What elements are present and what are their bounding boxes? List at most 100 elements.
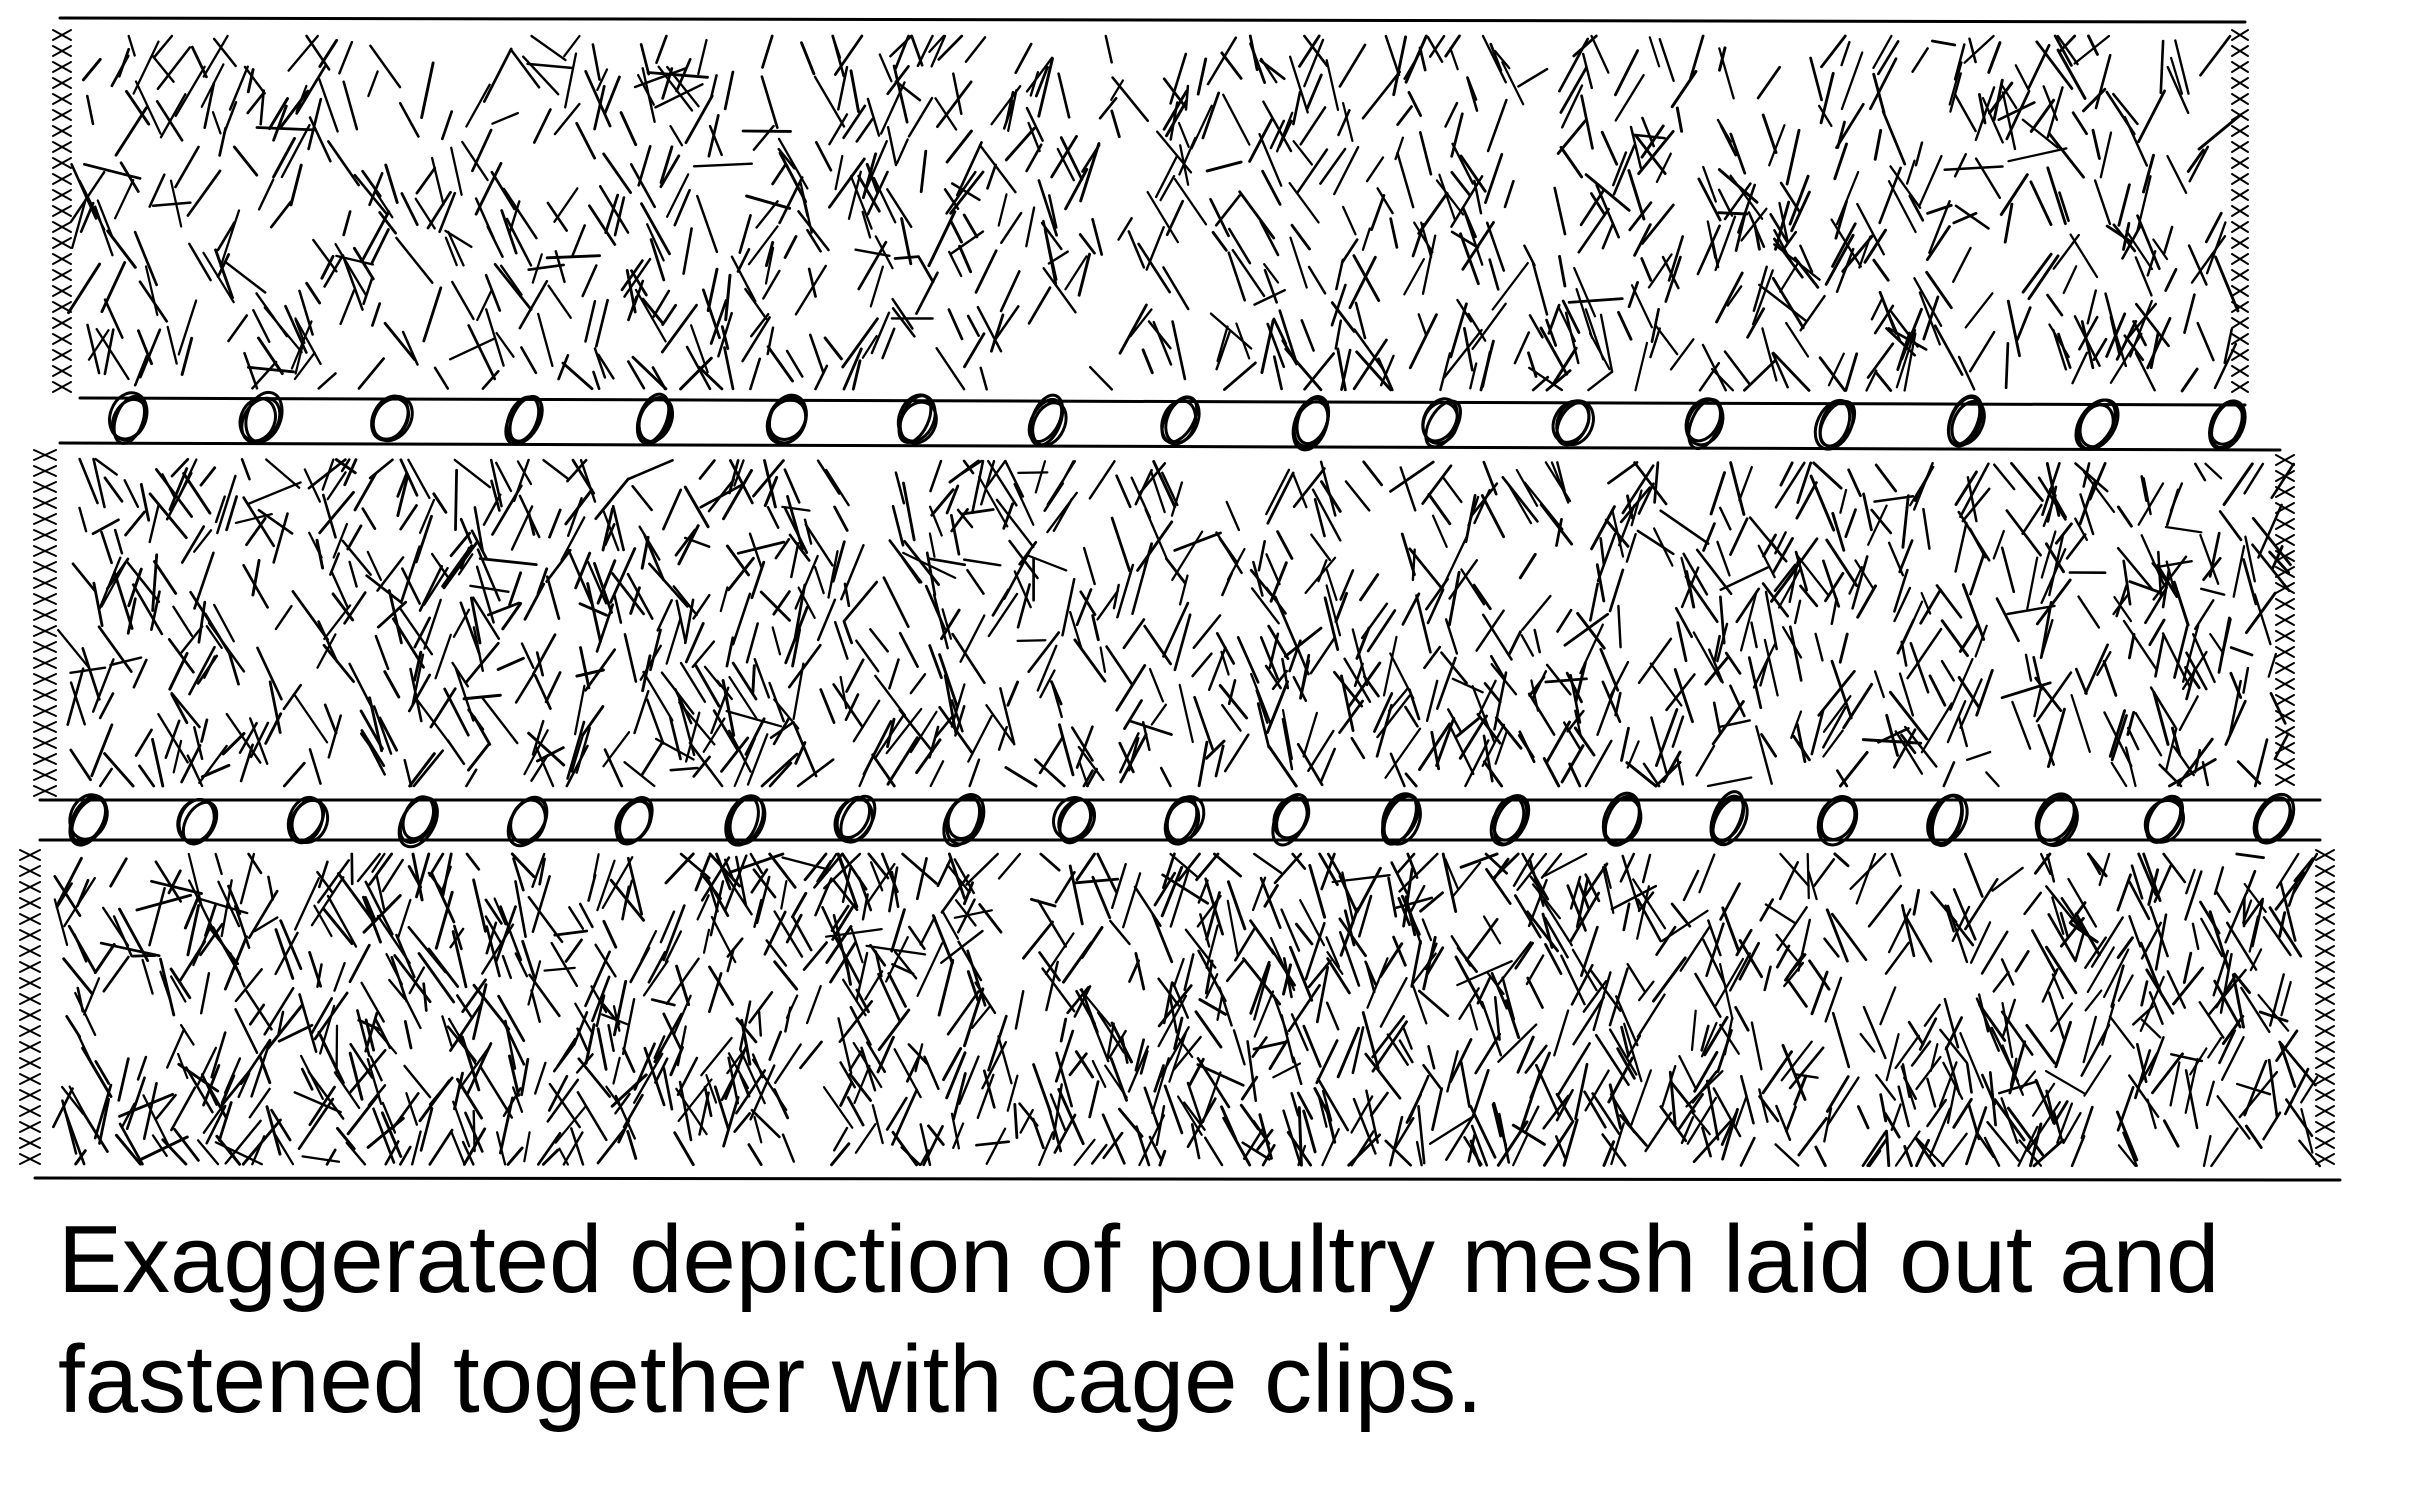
mesh-stroke bbox=[1739, 1136, 1756, 1167]
mesh-stroke bbox=[234, 512, 273, 525]
right-cut-edge bbox=[2315, 1105, 2335, 1117]
mesh-stroke bbox=[652, 289, 671, 318]
mesh-stroke bbox=[1817, 104, 1833, 128]
mesh-stroke bbox=[1721, 1107, 1739, 1161]
mesh-stroke bbox=[427, 871, 444, 893]
mesh-stroke bbox=[210, 1031, 227, 1079]
mesh-stroke bbox=[987, 1014, 1008, 1072]
mesh-stroke bbox=[819, 688, 836, 724]
left-cut-edge bbox=[19, 1057, 41, 1069]
mesh-stroke bbox=[499, 905, 523, 962]
mesh-stroke bbox=[739, 1000, 752, 1051]
mesh-stroke bbox=[2065, 533, 2087, 560]
mesh-stroke bbox=[553, 102, 581, 136]
mesh-stroke bbox=[2108, 1015, 2135, 1049]
mesh-stroke bbox=[1658, 37, 1675, 83]
mesh-stroke bbox=[884, 936, 909, 983]
mesh-stroke bbox=[1265, 680, 1289, 734]
mesh-stroke bbox=[574, 551, 592, 590]
mesh-stroke bbox=[374, 190, 394, 219]
mesh-stroke bbox=[1091, 614, 1100, 642]
mesh-stroke bbox=[1115, 664, 1147, 712]
mesh-stroke bbox=[70, 170, 106, 223]
left-cut-edge bbox=[19, 1105, 41, 1117]
mesh-stroke bbox=[1893, 568, 1909, 613]
mesh-stroke bbox=[1641, 853, 1652, 884]
clip-loop bbox=[181, 800, 219, 846]
mesh-stroke bbox=[2229, 646, 2254, 657]
mesh-stroke bbox=[1992, 529, 2005, 560]
mesh-stroke bbox=[1325, 568, 1338, 601]
mesh-stroke bbox=[1292, 675, 1308, 702]
mesh-stroke bbox=[1284, 626, 1323, 658]
mesh-stroke bbox=[1148, 667, 1165, 703]
mesh-stroke bbox=[886, 736, 919, 786]
mesh-stroke bbox=[978, 903, 1003, 934]
mesh-stroke bbox=[1073, 1138, 1096, 1167]
mesh-stroke bbox=[1724, 651, 1742, 675]
mesh-stroke bbox=[1225, 500, 1241, 532]
mesh-stroke bbox=[2046, 166, 2067, 226]
mesh-stroke bbox=[1887, 541, 1905, 577]
mesh-stroke bbox=[2080, 1105, 2094, 1140]
mesh-stroke bbox=[1152, 460, 1177, 509]
mesh-stroke bbox=[2199, 587, 2226, 596]
mesh-stroke bbox=[594, 298, 609, 348]
mesh-stroke bbox=[922, 1125, 944, 1167]
right-cut-edge bbox=[2315, 1121, 2335, 1133]
mesh-stroke bbox=[1685, 1070, 1724, 1108]
mesh-stroke bbox=[139, 328, 162, 379]
mesh-stroke bbox=[2067, 877, 2098, 928]
mesh-stroke bbox=[749, 1064, 776, 1121]
mesh-stroke bbox=[2096, 650, 2112, 677]
mesh-stroke bbox=[368, 696, 384, 753]
mesh-stroke bbox=[1833, 142, 1848, 181]
mesh-stroke bbox=[313, 991, 349, 1041]
mesh-stroke bbox=[1661, 1064, 1677, 1108]
mesh-stroke bbox=[545, 254, 601, 260]
mesh-stroke bbox=[174, 145, 200, 189]
mesh-stroke bbox=[823, 852, 838, 874]
mesh-stroke bbox=[720, 736, 750, 773]
mesh-stroke bbox=[1678, 1093, 1704, 1130]
mesh-stroke bbox=[683, 536, 711, 548]
mesh-stroke bbox=[177, 299, 198, 356]
mesh-stroke bbox=[845, 658, 865, 693]
cage-clip-icon bbox=[2074, 398, 2120, 451]
mesh-stroke bbox=[219, 209, 241, 268]
left-cut-edge bbox=[33, 785, 57, 797]
mesh-stroke bbox=[1758, 1088, 1769, 1123]
mesh-stroke bbox=[1682, 552, 1709, 596]
mesh-stroke bbox=[823, 336, 843, 361]
mesh-stroke bbox=[2116, 546, 2155, 592]
mesh-stroke bbox=[966, 970, 980, 1002]
mesh-stroke bbox=[699, 483, 743, 509]
mesh-stroke bbox=[1290, 1013, 1309, 1052]
mesh-stroke bbox=[407, 458, 431, 500]
mesh-stroke bbox=[2084, 989, 2103, 1012]
mesh-stroke bbox=[2021, 503, 2043, 535]
mesh-stroke bbox=[2291, 852, 2319, 895]
mesh-stroke bbox=[805, 984, 822, 1025]
mesh-stroke bbox=[67, 262, 102, 315]
mesh-stroke bbox=[1825, 1075, 1850, 1113]
mesh-stroke bbox=[1127, 1045, 1150, 1093]
mesh-stroke bbox=[1490, 972, 1509, 1010]
mesh-stroke bbox=[1417, 313, 1428, 337]
mesh-stroke bbox=[2182, 951, 2193, 984]
mesh-stroke bbox=[1082, 546, 1096, 586]
mesh-stroke bbox=[81, 1111, 109, 1153]
mesh-stroke bbox=[2052, 1110, 2063, 1141]
mesh-stroke bbox=[1465, 917, 1499, 962]
mesh-stroke bbox=[1770, 571, 1795, 603]
mesh-stroke bbox=[2056, 48, 2087, 100]
mesh-stroke bbox=[570, 1127, 585, 1166]
mesh-stroke bbox=[833, 34, 864, 76]
mesh-stroke bbox=[822, 1086, 854, 1129]
mesh-stroke bbox=[2174, 39, 2190, 95]
mesh-stroke bbox=[2128, 915, 2142, 948]
mesh-stroke bbox=[1738, 941, 1760, 981]
mesh-stroke bbox=[2026, 1101, 2061, 1152]
mesh-stroke bbox=[1375, 703, 1393, 758]
mesh-stroke bbox=[1407, 1074, 1430, 1122]
